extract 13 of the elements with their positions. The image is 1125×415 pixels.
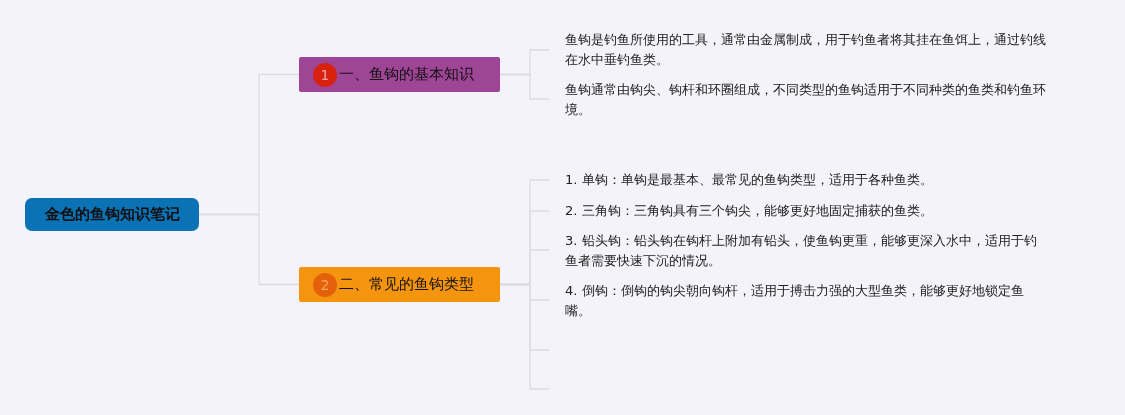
topic-label: 二、常见的鱼钩类型 (339, 275, 474, 294)
root-topic: 金色的鱼钩知识笔记 (25, 198, 199, 231)
note-text: 4. 倒钩：倒钩的钩尖朝向钩杆，适用于搏击力强的大型鱼类，能够更好地锁定鱼嘴。 (549, 281, 1049, 323)
note-text: 1. 单钩：单钩是最基本、最常见的鱼钩类型，适用于各种鱼类。 (549, 170, 1049, 192)
number-badge: 2 (313, 272, 337, 297)
note-text: 2. 三角钩：三角钩具有三个钩尖，能够更好地固定捕获的鱼类。 (549, 201, 1049, 223)
topic-label: 一、鱼钩的基本知识 (339, 65, 474, 84)
note-text: 鱼钩是钓鱼所使用的工具，通常由金属制成，用于钓鱼者将其挂在鱼饵上，通过钓线在水中垂钓鱼类。 (549, 30, 1049, 72)
number-badge: 1 (313, 62, 337, 87)
branch-topic (299, 267, 500, 302)
note-text: 3. 铅头钩：铅头钩在钩杆上附加有铅头，使鱼钩更重，能够更深入水中，适用于钓鱼者需要快速下沉的情况。 (549, 231, 1049, 273)
branch-topic (299, 57, 500, 92)
note-text: 鱼钩通常由钩尖、钩杆和环圈组成，不同类型的鱼钩适用于不同种类的鱼类和钓鱼环境。 (549, 80, 1049, 122)
